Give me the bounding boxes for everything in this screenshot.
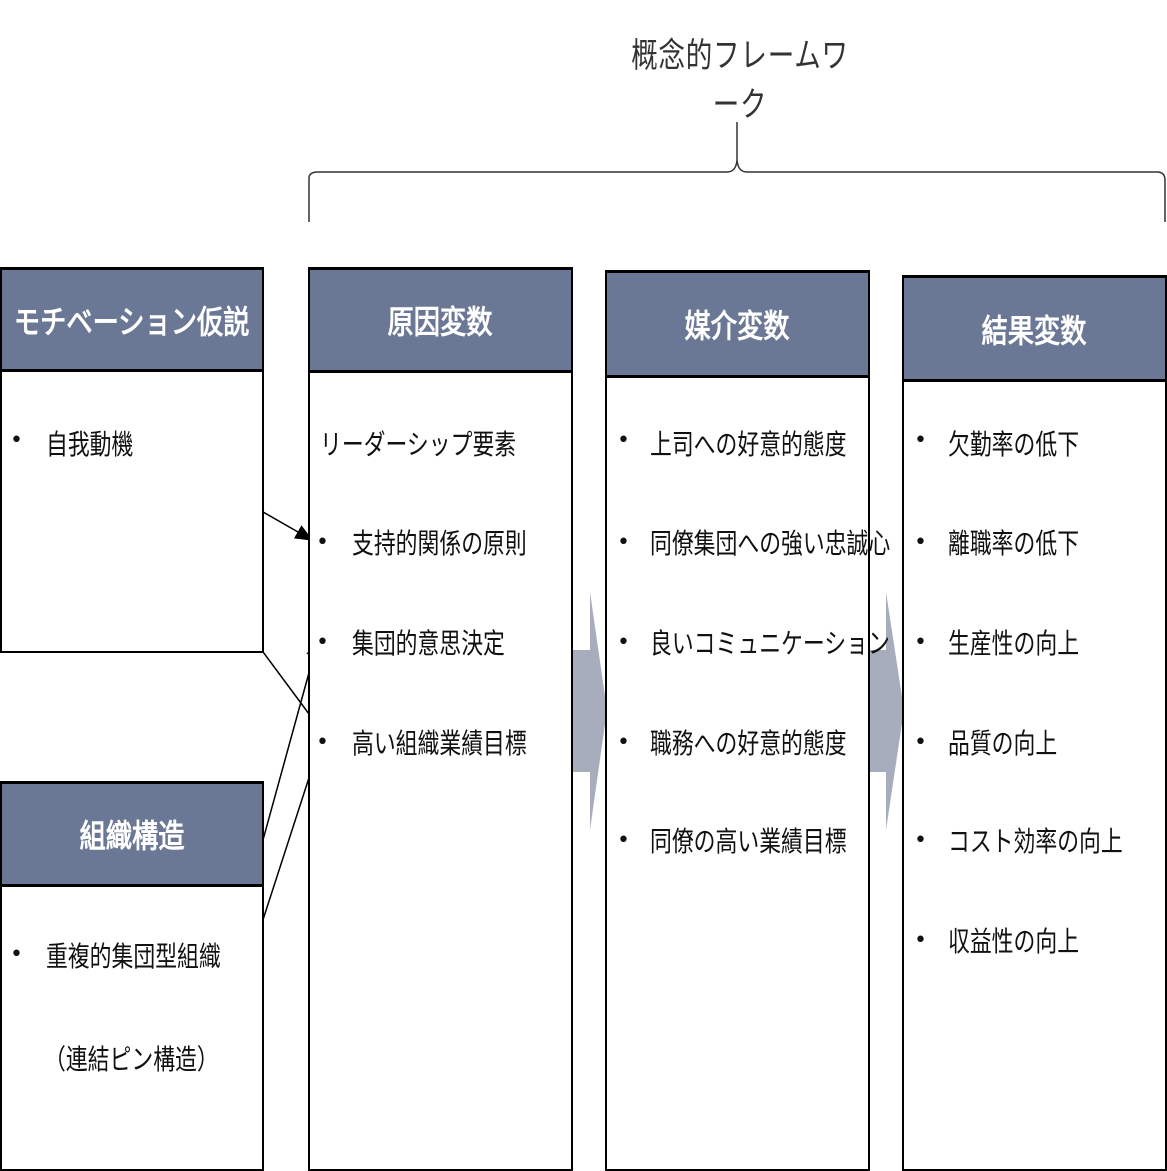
motivation-box: モチベーション仮説: [0, 267, 264, 653]
bullet: •: [316, 530, 329, 555]
cause-header: 原因変数: [310, 270, 571, 373]
cause-item: 支持的関係の原則: [352, 527, 527, 560]
result-item: 欠勤率の低下: [948, 428, 1080, 461]
framework-brace: [308, 122, 1166, 222]
mediator-box: 媒介変数: [605, 270, 870, 1171]
bullet: •: [617, 630, 630, 655]
motivation-header-label: モチベーション仮説: [14, 302, 250, 341]
organization-item: 重複的集団型組織: [46, 940, 221, 973]
mediator-item: 上司への好意的態度: [650, 428, 847, 461]
bullet: •: [617, 428, 630, 453]
organization-box: 組織構造: [0, 781, 264, 1171]
organization-header-label: 組織構造: [79, 817, 185, 855]
bullet: •: [10, 942, 23, 967]
cause-item: 高い組織業績目標: [352, 727, 527, 760]
result-header-label: 結果変数: [982, 311, 1087, 350]
bullet: •: [617, 730, 630, 755]
result-header: 結果変数: [904, 278, 1165, 382]
organization-header: 組織構造: [2, 784, 262, 887]
mediator-header: 媒介変数: [607, 273, 868, 378]
mediator-header-label: 媒介変数: [685, 307, 790, 345]
bullet: •: [316, 630, 329, 655]
cause-intro: リーダーシップ要素: [320, 428, 517, 461]
mediator-item: 良いコミュニケーション: [650, 627, 890, 660]
result-item: 収益性の向上: [948, 925, 1080, 958]
result-item: 品質の向上: [948, 727, 1058, 760]
flow-arrow-cause-to-mediator: [572, 592, 607, 830]
result-box: 結果変数: [902, 275, 1167, 1171]
result-item: 離職率の低下: [948, 527, 1080, 560]
motivation-header: モチベーション仮説: [2, 270, 262, 372]
bullet: •: [316, 730, 329, 755]
bullet: •: [914, 530, 927, 555]
flow-arrow-mediator-to-result: [868, 592, 904, 830]
bullet: •: [617, 828, 630, 853]
bullet: •: [914, 630, 927, 655]
mediator-item: 同僚の高い業績目標: [650, 825, 847, 858]
motivation-item: 自我動機: [46, 428, 134, 461]
bullet: •: [617, 530, 630, 555]
bullet: •: [914, 928, 927, 953]
organization-item-sub: （連結ピン構造）: [44, 1043, 219, 1076]
cause-box: 原因変数: [308, 267, 573, 1171]
bullet: •: [914, 730, 927, 755]
bullet: •: [914, 428, 927, 453]
result-item: コスト効率の向上: [948, 825, 1123, 858]
cause-header-label: 原因変数: [388, 303, 493, 341]
bullet: •: [914, 828, 927, 853]
mediator-item: 同僚集団への強い忠誠心: [650, 527, 891, 560]
mediator-item: 職務への好意的態度: [650, 727, 847, 760]
result-item: 生産性の向上: [948, 627, 1080, 660]
framework-title: 概念的フレームワーク: [631, 36, 849, 125]
cause-item: 集団的意思決定: [352, 627, 505, 660]
bullet: •: [10, 428, 23, 453]
